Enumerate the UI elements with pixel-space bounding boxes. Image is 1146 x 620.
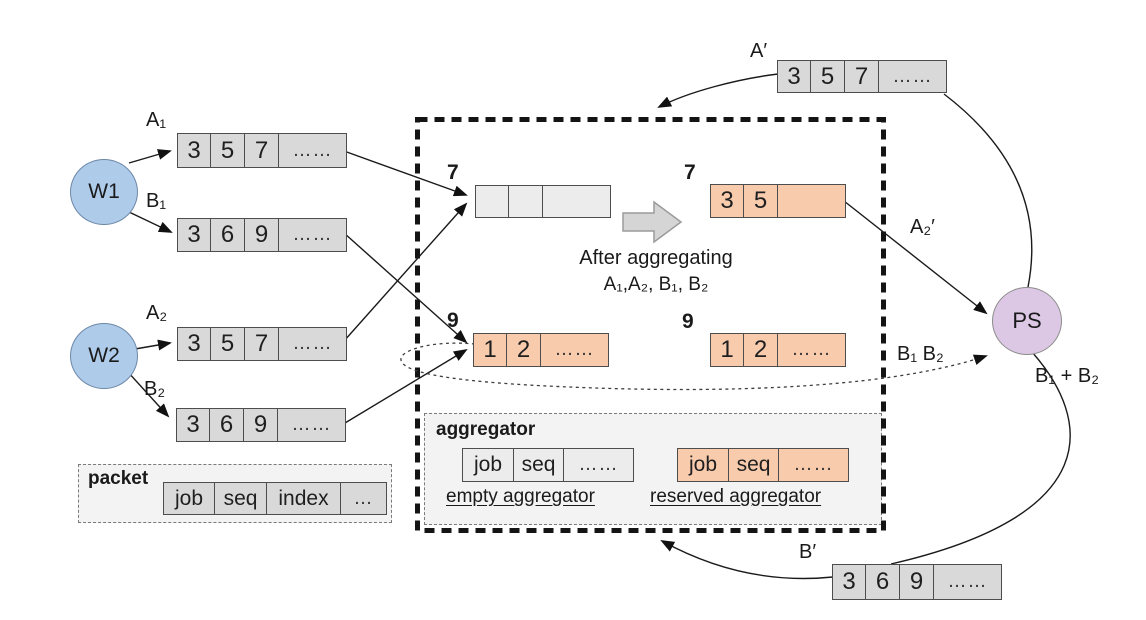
packet-a2-array: 3 5 7 ……: [177, 327, 347, 361]
array-cell: ……: [279, 327, 347, 361]
array-cell: 1: [473, 333, 507, 367]
array-cell: 9: [900, 564, 934, 600]
arrow-aprime-to-region: [657, 73, 779, 108]
array-cell: index: [267, 482, 341, 515]
array-cell: 3: [832, 564, 866, 600]
packet-aprime-label: A′: [750, 40, 768, 62]
job9-label-before: 9: [447, 309, 459, 332]
arrow-w1-to-b1: [128, 211, 173, 233]
array-cell: ……: [564, 448, 634, 482]
packet-bprime-label: B′: [799, 541, 817, 563]
b1-b2-flow-label: B₁ B₂: [897, 343, 944, 365]
arrow-w2-to-a2: [134, 339, 172, 351]
array-cell: 7: [245, 327, 279, 361]
packet-b2-array: 3 6 9 ……: [176, 408, 346, 442]
packet-b1-label: B₁: [146, 190, 167, 212]
array-cell: ……: [279, 218, 347, 252]
job9-label-after: 9: [682, 310, 694, 333]
array-cell: ……: [934, 564, 1002, 600]
curve-ps-to-aprime: [943, 93, 1033, 288]
packet-legend-array: job seq index …: [163, 482, 387, 515]
packet-bprime-array: 3 6 9 ……: [832, 564, 1002, 600]
array-cell: seq: [729, 448, 779, 482]
array-cell: job: [677, 448, 729, 482]
b1-plus-b2-result-label: B₁ + B₂: [1035, 365, 1099, 387]
array-cell: 5: [744, 184, 778, 218]
array-cell: 7: [845, 60, 879, 93]
after-aggregating-block-arrow: [622, 200, 683, 244]
worker-w1-node: W1: [70, 159, 138, 225]
array-cell: 2: [744, 333, 778, 367]
job7-label-after: 7: [684, 161, 696, 184]
array-cell: 3: [777, 60, 811, 93]
array-cell: 1: [710, 333, 744, 367]
reserved-aggregator-caption: reserved aggregator: [650, 486, 822, 507]
a2prime-flow-label: A₂′: [910, 216, 935, 238]
array-cell: 9: [245, 218, 279, 252]
array-cell: ……: [279, 133, 347, 168]
packet-b1-array: 3 6 9 ……: [177, 218, 347, 252]
worker-w2-node: W2: [70, 323, 138, 389]
array-cell: 5: [211, 133, 245, 168]
job7-label-before: 7: [447, 161, 459, 184]
packet-b2-label: B₂: [144, 378, 166, 400]
aggregator-job9-before-array: 1 2 ……: [473, 333, 609, 367]
array-cell: 7: [245, 133, 279, 168]
after-aggregating-text: After aggregating: [579, 247, 733, 269]
array-cell: 5: [211, 327, 245, 361]
array-cell: [475, 185, 509, 218]
aggregator-job9-after-array: 1 2 ……: [710, 333, 846, 367]
packet-a2-label: A₂: [146, 302, 168, 324]
array-cell: 3: [176, 408, 210, 442]
arrow-w1-to-a1: [128, 149, 172, 164]
array-cell: 9: [244, 408, 278, 442]
array-cell: [778, 184, 846, 218]
array-cell: ……: [278, 408, 346, 442]
packet-a1-label: A₁: [146, 109, 167, 131]
array-cell: 6: [210, 408, 244, 442]
aggregator-job7-before-array: [475, 185, 611, 218]
packet-aprime-array: 3 5 7 ……: [777, 60, 947, 93]
array-cell: job: [462, 448, 514, 482]
array-cell: [543, 185, 611, 218]
array-cell: 2: [507, 333, 541, 367]
parameter-server-node: PS: [992, 287, 1062, 355]
array-cell: [509, 185, 543, 218]
array-cell: 6: [866, 564, 900, 600]
array-cell: 5: [811, 60, 845, 93]
array-cell: job: [163, 482, 215, 515]
array-cell: 6: [211, 218, 245, 252]
packet-a1-array: 3 5 7 ……: [177, 133, 347, 168]
array-cell: 3: [177, 133, 211, 168]
array-cell: seq: [215, 482, 267, 515]
after-aggregating-packets-text: A₁,A₂, B₁, B₂: [603, 274, 709, 295]
array-cell: 3: [177, 218, 211, 252]
array-cell: 3: [710, 184, 744, 218]
array-cell: seq: [514, 448, 564, 482]
packet-legend-title: packet: [88, 468, 149, 489]
array-cell: …: [341, 482, 387, 515]
empty-aggregator-legend-array: job seq ……: [462, 448, 634, 482]
aggregator-legend-title: aggregator: [436, 419, 536, 440]
reserved-aggregator-legend-array: job seq ……: [677, 448, 849, 482]
aggregator-job7-after-array: 3 5: [710, 184, 846, 218]
array-cell: ……: [779, 448, 849, 482]
empty-aggregator-caption: empty aggregator: [446, 486, 595, 507]
array-cell: ……: [778, 333, 846, 367]
array-cell: ……: [541, 333, 609, 367]
array-cell: 3: [177, 327, 211, 361]
array-cell: ……: [879, 60, 947, 93]
